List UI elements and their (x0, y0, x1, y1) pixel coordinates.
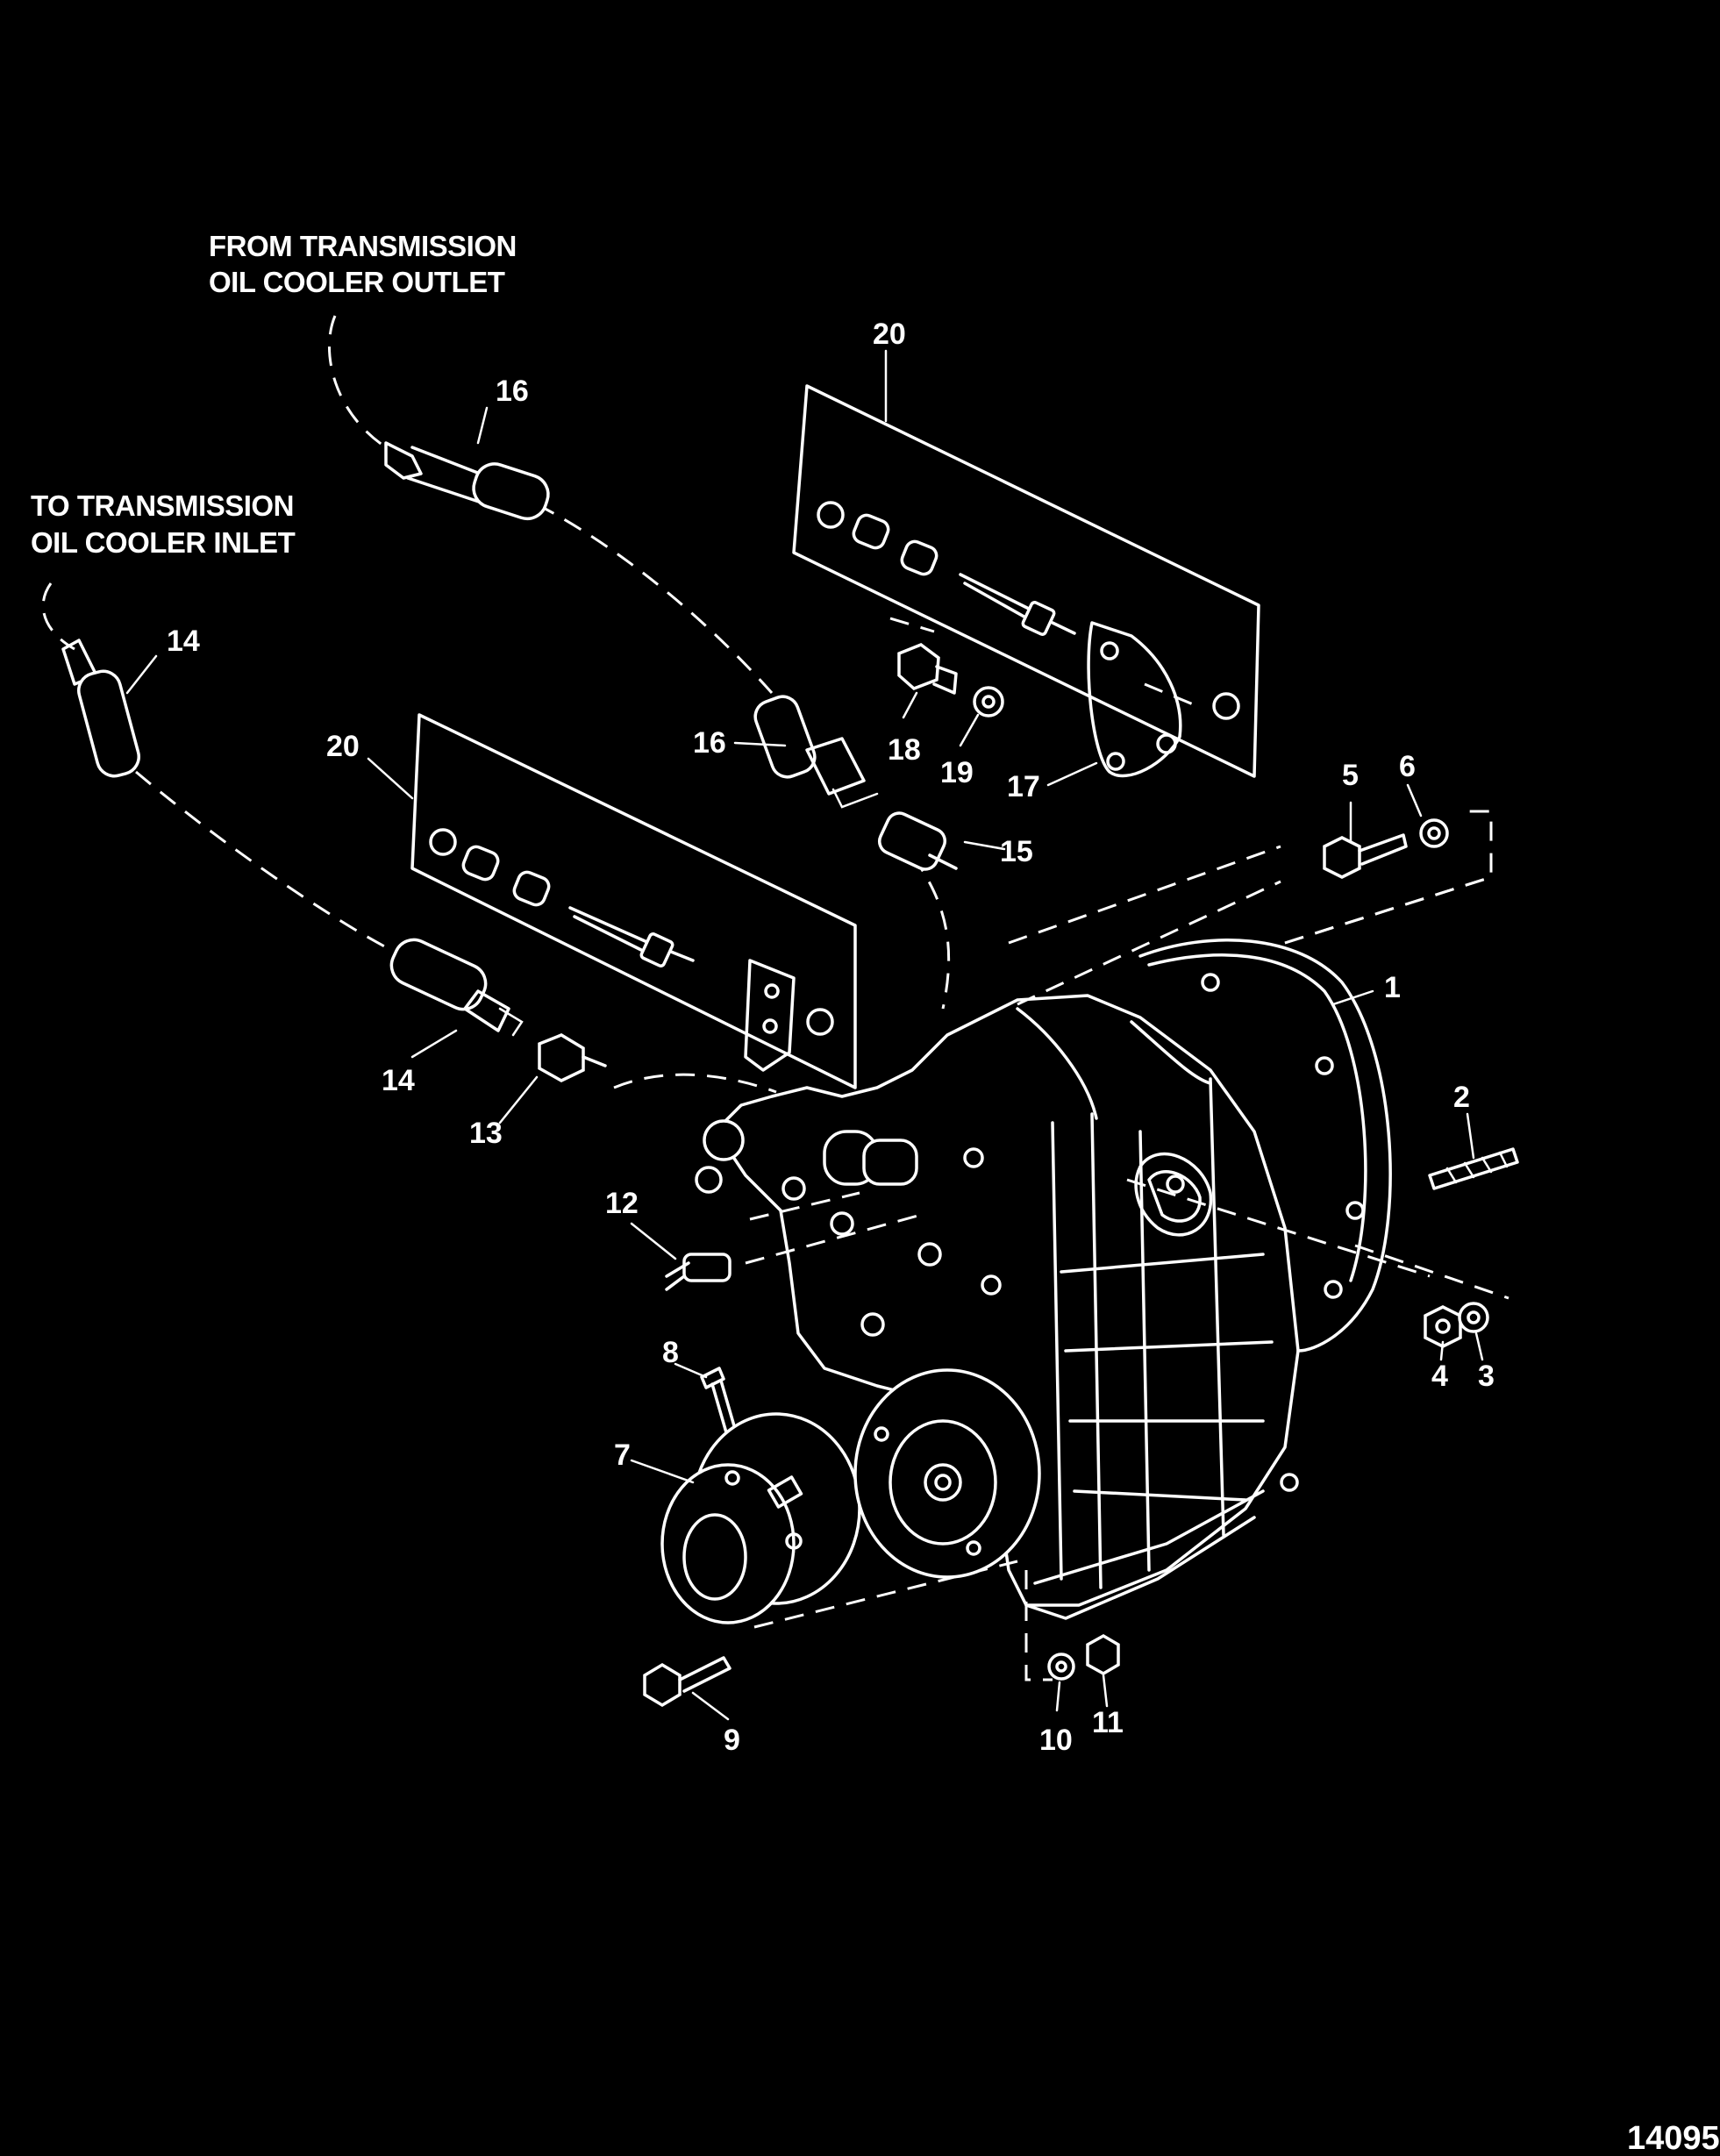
callout-17: 17 (1007, 770, 1040, 803)
callout-14-upper: 14 (167, 625, 200, 658)
bolt-5 (1323, 833, 1408, 879)
fitting-14-upper (61, 639, 140, 778)
parts-kit-lower (410, 713, 857, 1089)
callout-8: 8 (662, 1336, 679, 1369)
parts-kit-upper (792, 384, 1260, 778)
callout-16-upper: 16 (496, 375, 529, 408)
note-from-outlet-line2: OIL COOLER OUTLET (209, 266, 505, 298)
callout-11: 11 (1092, 1706, 1124, 1739)
callout-14-lower: 14 (382, 1064, 415, 1097)
note-to-inlet-line2: OIL COOLER INLET (31, 526, 296, 559)
leader-lines (125, 349, 1484, 1721)
callout-20-lower: 20 (326, 730, 360, 763)
callout-1: 1 (1384, 971, 1401, 1004)
bolt-9 (643, 1656, 732, 1708)
callout-15: 15 (1000, 835, 1033, 868)
callout-19: 19 (940, 756, 974, 789)
callout-5: 5 (1342, 759, 1359, 792)
callout-9: 9 (724, 1724, 740, 1757)
fitting-15 (877, 811, 958, 871)
bolt-18 (897, 643, 958, 695)
callout-18: 18 (888, 733, 921, 767)
fitting-13 (538, 1033, 607, 1082)
callout-2: 2 (1453, 1081, 1470, 1114)
callout-6: 6 (1399, 750, 1416, 783)
note-to-inlet-line1: TO TRANSMISSION (31, 489, 294, 522)
washer-19 (973, 686, 1004, 717)
nut-4 (1424, 1305, 1462, 1348)
washer-6 (1419, 818, 1449, 848)
hose-routing-lines (41, 315, 1509, 1681)
note-from-outlet-line1: FROM TRANSMISSION (209, 230, 517, 262)
stud-2 (1428, 1147, 1519, 1190)
callout-7: 7 (614, 1439, 631, 1472)
figure-number: 14095 (1627, 2120, 1720, 2156)
coupling-7 (660, 1412, 861, 1624)
callout-20-upper: 20 (873, 318, 906, 351)
transmission-housing (695, 939, 1392, 1620)
washer-3 (1458, 1302, 1489, 1333)
fitting-16-upper (384, 441, 550, 521)
fitting-16-lower (753, 695, 879, 809)
washer-10 (1047, 1653, 1075, 1681)
fitting-14-lower (389, 938, 524, 1037)
callout-12: 12 (605, 1187, 639, 1220)
nut-11 (1086, 1633, 1120, 1676)
callout-10: 10 (1039, 1724, 1073, 1757)
callout-4: 4 (1431, 1360, 1448, 1393)
callout-16-lower: 16 (693, 726, 726, 760)
callout-3: 3 (1478, 1360, 1495, 1393)
sensor-12 (665, 1253, 732, 1291)
callout-13: 13 (469, 1117, 503, 1150)
